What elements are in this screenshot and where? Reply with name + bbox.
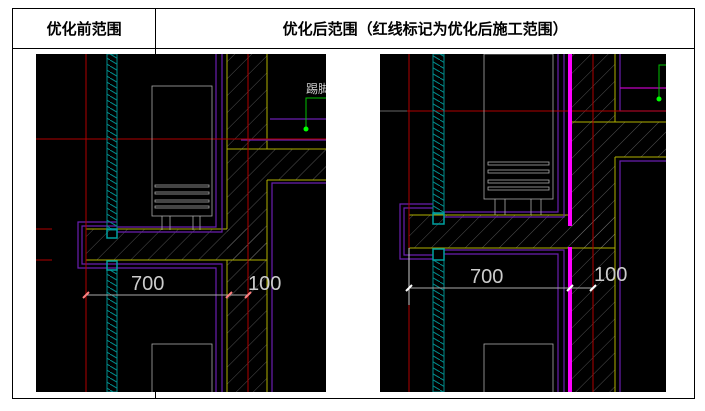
- label-marker: 踢脚: [303, 81, 326, 132]
- finish-layer: [77, 54, 326, 392]
- dimension-700: 700: [131, 273, 164, 295]
- column: [432, 54, 445, 392]
- label-marker: [656, 64, 666, 102]
- axis-lines: [36, 54, 326, 392]
- column: [106, 54, 118, 392]
- appliance: [483, 54, 554, 392]
- cad-drawing-after: 700 100: [380, 54, 666, 392]
- dimension-700: 700: [470, 266, 503, 288]
- dimension: 700 100: [82, 273, 281, 299]
- header-before: 优化前范围: [11, 8, 157, 49]
- dimension-100: 100: [594, 264, 627, 286]
- dimension: 700 100: [405, 248, 627, 305]
- header-after: 优化后范围（红线标记为优化后施工范围）: [155, 8, 695, 49]
- dimension-100: 100: [248, 273, 281, 295]
- appliance: [151, 85, 213, 392]
- axis-lines: [380, 54, 666, 392]
- concrete-wall: [85, 54, 326, 392]
- label-text: 踢脚: [306, 81, 326, 96]
- concrete-wall: [408, 54, 666, 392]
- cad-drawing-before: 踢脚 700 100: [36, 54, 326, 392]
